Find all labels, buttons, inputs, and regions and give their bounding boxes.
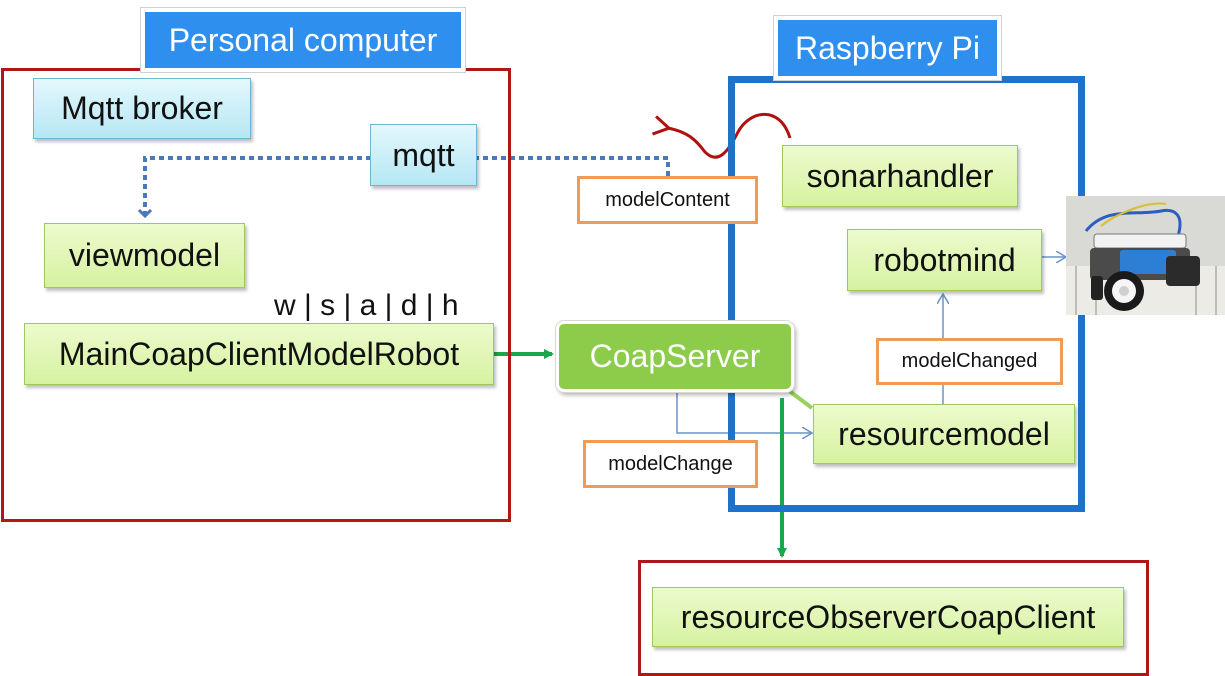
viewmodel-node: viewmodel: [44, 223, 245, 288]
model-changed-label: modelChanged: [876, 338, 1063, 385]
resourcemodel-node: resourcemodel: [813, 404, 1075, 464]
model-change-label: modelChange: [583, 440, 758, 488]
robotmind-node: robotmind: [847, 229, 1042, 291]
personal-computer-title: Personal computer: [141, 8, 465, 72]
sonar-event-curve: [652, 112, 792, 159]
server-to-resourcemodel-arrow: [676, 392, 812, 433]
robot-illustration: [1066, 196, 1225, 315]
main-coap-client-node: MainCoapClientModelRobot: [24, 323, 494, 385]
keys-label: w | s | a | d | h: [274, 289, 459, 322]
observer-client-frame: [638, 560, 1149, 676]
model-content-label: modelContent: [577, 176, 758, 224]
coap-server-node: CoapServer: [556, 321, 794, 392]
observer-client-node: resourceObserverCoapClient: [652, 587, 1124, 647]
mqtt-node: mqtt: [370, 124, 477, 186]
sonarhandler-node: sonarhandler: [782, 145, 1018, 207]
raspberry-pi-title: Raspberry Pi: [774, 16, 1001, 80]
mqtt-broker-node: Mqtt broker: [33, 78, 251, 139]
robot-photo: [1066, 196, 1225, 315]
resourcemodel-to-server-arrow: [788, 390, 814, 410]
